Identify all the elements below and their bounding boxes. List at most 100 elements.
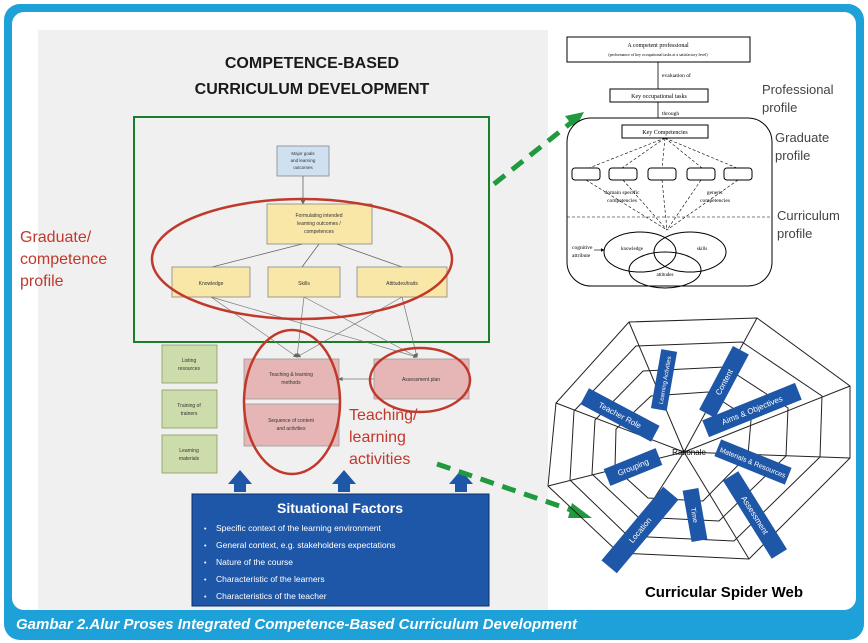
attitudes-box (356, 266, 448, 298)
spoke-learning-bar (650, 349, 678, 411)
figure-caption: Gambar 2.Alur Proses Integrated Competen… (16, 616, 577, 633)
venn-attitudes (628, 251, 702, 289)
listing-text-1: Listing (182, 358, 197, 364)
venn-skills (653, 231, 727, 273)
domain-specific-1: domain specific (605, 189, 641, 196)
listing-text-2: resources (178, 366, 200, 372)
graduate-profile-label-1: Graduate (775, 130, 829, 145)
venn-skills-text: skills (697, 247, 708, 252)
competent-professional-box (566, 36, 751, 63)
graduate-profile-label-2: profile (775, 148, 810, 163)
situ-bullet-2: • (204, 543, 207, 550)
spoke-assessment: Assessment (722, 471, 788, 559)
spoke-time-label: Time (689, 507, 699, 523)
spider-caption: Curricular Spider Web (645, 584, 803, 601)
evaluation-of-text: evaluation of (662, 72, 691, 79)
situational-factors-box (191, 493, 490, 607)
fan-5 (664, 137, 738, 169)
up-arrow-2 (332, 470, 356, 492)
comp-box-2 (608, 167, 638, 181)
venn-attitudes-text: attitudes (657, 273, 674, 278)
spoke-grouping: Grouping (603, 448, 663, 486)
a-to-teach (296, 296, 403, 358)
spoke-content: Content (699, 345, 749, 419)
skills-box (267, 266, 341, 298)
materials-text-2: materials (179, 456, 200, 462)
situ-item-5: Characteristics of the teacher (216, 591, 327, 601)
knowledge-box (171, 266, 251, 298)
conv-1 (585, 179, 668, 231)
web-spoke-8 (683, 385, 851, 453)
through-text: through (662, 111, 679, 117)
spoke-teacher-bar (580, 388, 660, 442)
web-spoke-1 (683, 451, 851, 459)
competent-professional-sub: (performance of key occupational tasks a… (608, 52, 708, 57)
teaching-methods-box (243, 358, 340, 400)
key-tasks-text: Key occupational tasks (631, 94, 687, 100)
situ-bullet-1: • (204, 526, 207, 533)
link-attitudes (336, 243, 403, 268)
conv-4 (666, 179, 702, 231)
conv-2 (622, 179, 668, 231)
conv-5 (666, 179, 739, 231)
training-text-1: Training of (177, 403, 201, 409)
generic-2: competencies (700, 198, 730, 204)
spoke-location: Location (601, 486, 679, 574)
situ-bullet-5: • (204, 594, 207, 601)
s-to-assess (303, 296, 418, 358)
graduate-label-1: Graduate/ (20, 229, 92, 246)
competence-ellipse (150, 197, 454, 321)
situ-bullet-4: • (204, 577, 207, 584)
figure-frame: COMPETENCE-BASED CURRICULUM DEVELOPMENT … (4, 4, 864, 640)
goals-box (276, 145, 330, 177)
k-to-assess (210, 296, 418, 359)
goals-text-1: Major goals (291, 151, 315, 156)
graduate-profile-box (133, 116, 490, 343)
attitudes-text: Attitudes/traits (386, 281, 418, 287)
key-tasks-box (609, 88, 709, 103)
spoke-location-bar (601, 486, 679, 574)
fan-2 (621, 137, 666, 169)
materials-text-1: Learning (179, 448, 199, 454)
spoke-learning: Learning Activities (650, 349, 678, 411)
fan-1 (588, 137, 666, 169)
spoke-time: Time (682, 488, 708, 542)
formulating-text-2: learning outcomes / (297, 221, 341, 227)
domain-specific-2: competencies (607, 198, 637, 204)
main-title-line2: CURRICULUM DEVELOPMENT (195, 81, 430, 98)
comp-box-5 (723, 167, 753, 181)
graduate-label-2: competence (20, 251, 107, 268)
spoke-aims-bar (702, 382, 802, 438)
assessment-ellipse (368, 346, 472, 414)
goals-text-2: and learning (291, 158, 316, 163)
link-skills (301, 243, 320, 268)
assessment-plan-box (373, 358, 470, 400)
situational-list: • Specific context of the learning envir… (204, 523, 396, 601)
teaching-label-2: learning (349, 429, 406, 446)
green-arrow-bottom-head (568, 503, 592, 518)
graduate-label-3: profile (20, 273, 64, 290)
curriculum-profile-label-1: Curriculum (777, 208, 840, 223)
spider-web: Aims & Objectives Content Learning Activ… (547, 317, 851, 574)
profile-diagram: A competent professional (performance of… (566, 36, 773, 289)
cognitive-2: attribute (572, 253, 591, 259)
spoke-grouping-bar (603, 448, 663, 486)
goals-text-3: outcomes (293, 165, 313, 170)
competent-professional-title: A competent professional (627, 42, 689, 49)
sequence-box (243, 403, 340, 447)
sequence-text-2: and activities (277, 426, 306, 432)
training-trainers-box (161, 389, 218, 429)
teaching-label-3: activities (349, 451, 410, 468)
situ-item-3: Nature of the course (216, 557, 293, 567)
venn-knowledge-text: knowledge (621, 247, 644, 252)
professional-label-1: Professional (762, 82, 834, 97)
green-arrow-top-head (565, 112, 584, 129)
main-title-line1: COMPETENCE-BASED (225, 55, 399, 72)
venn-knowledge (603, 231, 677, 273)
fan-3 (661, 137, 666, 169)
spoke-content-bar (699, 345, 749, 419)
up-arrow-3 (449, 470, 473, 492)
k-to-teach (210, 296, 298, 358)
fan-4 (664, 137, 703, 169)
comp-box-4 (686, 167, 716, 181)
